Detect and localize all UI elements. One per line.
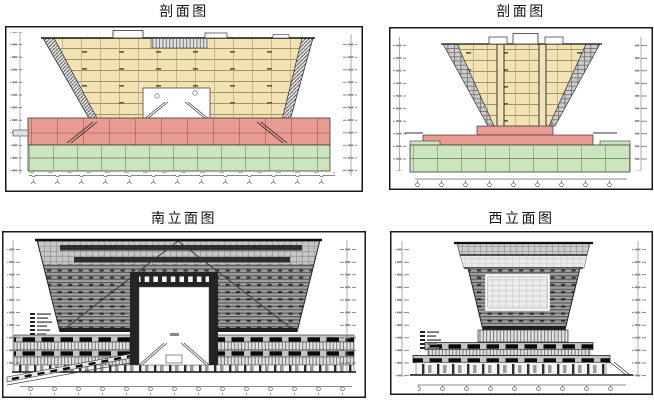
dimension-line-bottom xyxy=(29,172,335,184)
roof-penthouse xyxy=(272,34,290,39)
panel-section-long xyxy=(5,26,363,192)
panel-elevation-south xyxy=(2,231,366,398)
basement-section xyxy=(27,144,331,172)
escalator xyxy=(138,342,168,366)
roof-penthouse xyxy=(544,36,564,45)
escalator xyxy=(256,121,288,144)
podium-section xyxy=(405,125,617,146)
legend-block xyxy=(30,313,52,335)
roof-wedge-bands xyxy=(454,241,593,269)
screen-panel xyxy=(485,274,550,311)
panel-title-elevation-west: 西立面图 xyxy=(488,210,555,226)
escalator xyxy=(66,121,98,144)
roof-penthouse xyxy=(512,33,539,45)
dimension-strip-left xyxy=(393,37,406,171)
atrium-opening xyxy=(142,87,211,121)
facade-brace-lines xyxy=(61,240,296,332)
entry-canopy xyxy=(12,129,29,137)
roof-penthouse xyxy=(488,36,508,45)
facade-dark-band xyxy=(60,245,302,251)
escalator xyxy=(180,342,210,366)
podium-section xyxy=(12,117,331,146)
panel-title-section-long: 剖面图 xyxy=(159,3,209,19)
side-ramp xyxy=(609,361,631,376)
dimension-line-bottom xyxy=(418,384,626,394)
dimension-strip-right xyxy=(343,34,357,176)
basement-section xyxy=(409,140,631,173)
dimension-strip-right xyxy=(635,37,648,171)
dimension-strip-right xyxy=(632,241,646,377)
portal-column xyxy=(130,272,139,365)
dimension-strip-right xyxy=(340,240,356,372)
panel-elevation-west xyxy=(390,231,653,395)
panel-title-elevation-south: 南立面图 xyxy=(151,210,217,226)
facade-body xyxy=(467,267,581,331)
dimension-strip-left xyxy=(10,32,22,174)
facade-dark-band xyxy=(74,257,290,263)
tower-section xyxy=(41,30,315,121)
tower-section xyxy=(441,33,602,171)
panel-section-cross xyxy=(389,27,653,190)
roof-skylight xyxy=(150,38,208,49)
dimension-line-bottom xyxy=(415,178,627,188)
roof-penthouse xyxy=(112,30,144,39)
roof-penthouse xyxy=(204,32,228,39)
legend-block xyxy=(420,331,441,349)
dimension-strip-left xyxy=(395,241,409,377)
portal-opening xyxy=(130,272,218,366)
podium-bands xyxy=(410,329,633,376)
dimension-strip-left xyxy=(7,240,20,372)
dimension-line-bottom xyxy=(20,386,356,395)
portal-column xyxy=(209,272,218,365)
panel-title-section-cross: 剖面图 xyxy=(496,3,546,19)
